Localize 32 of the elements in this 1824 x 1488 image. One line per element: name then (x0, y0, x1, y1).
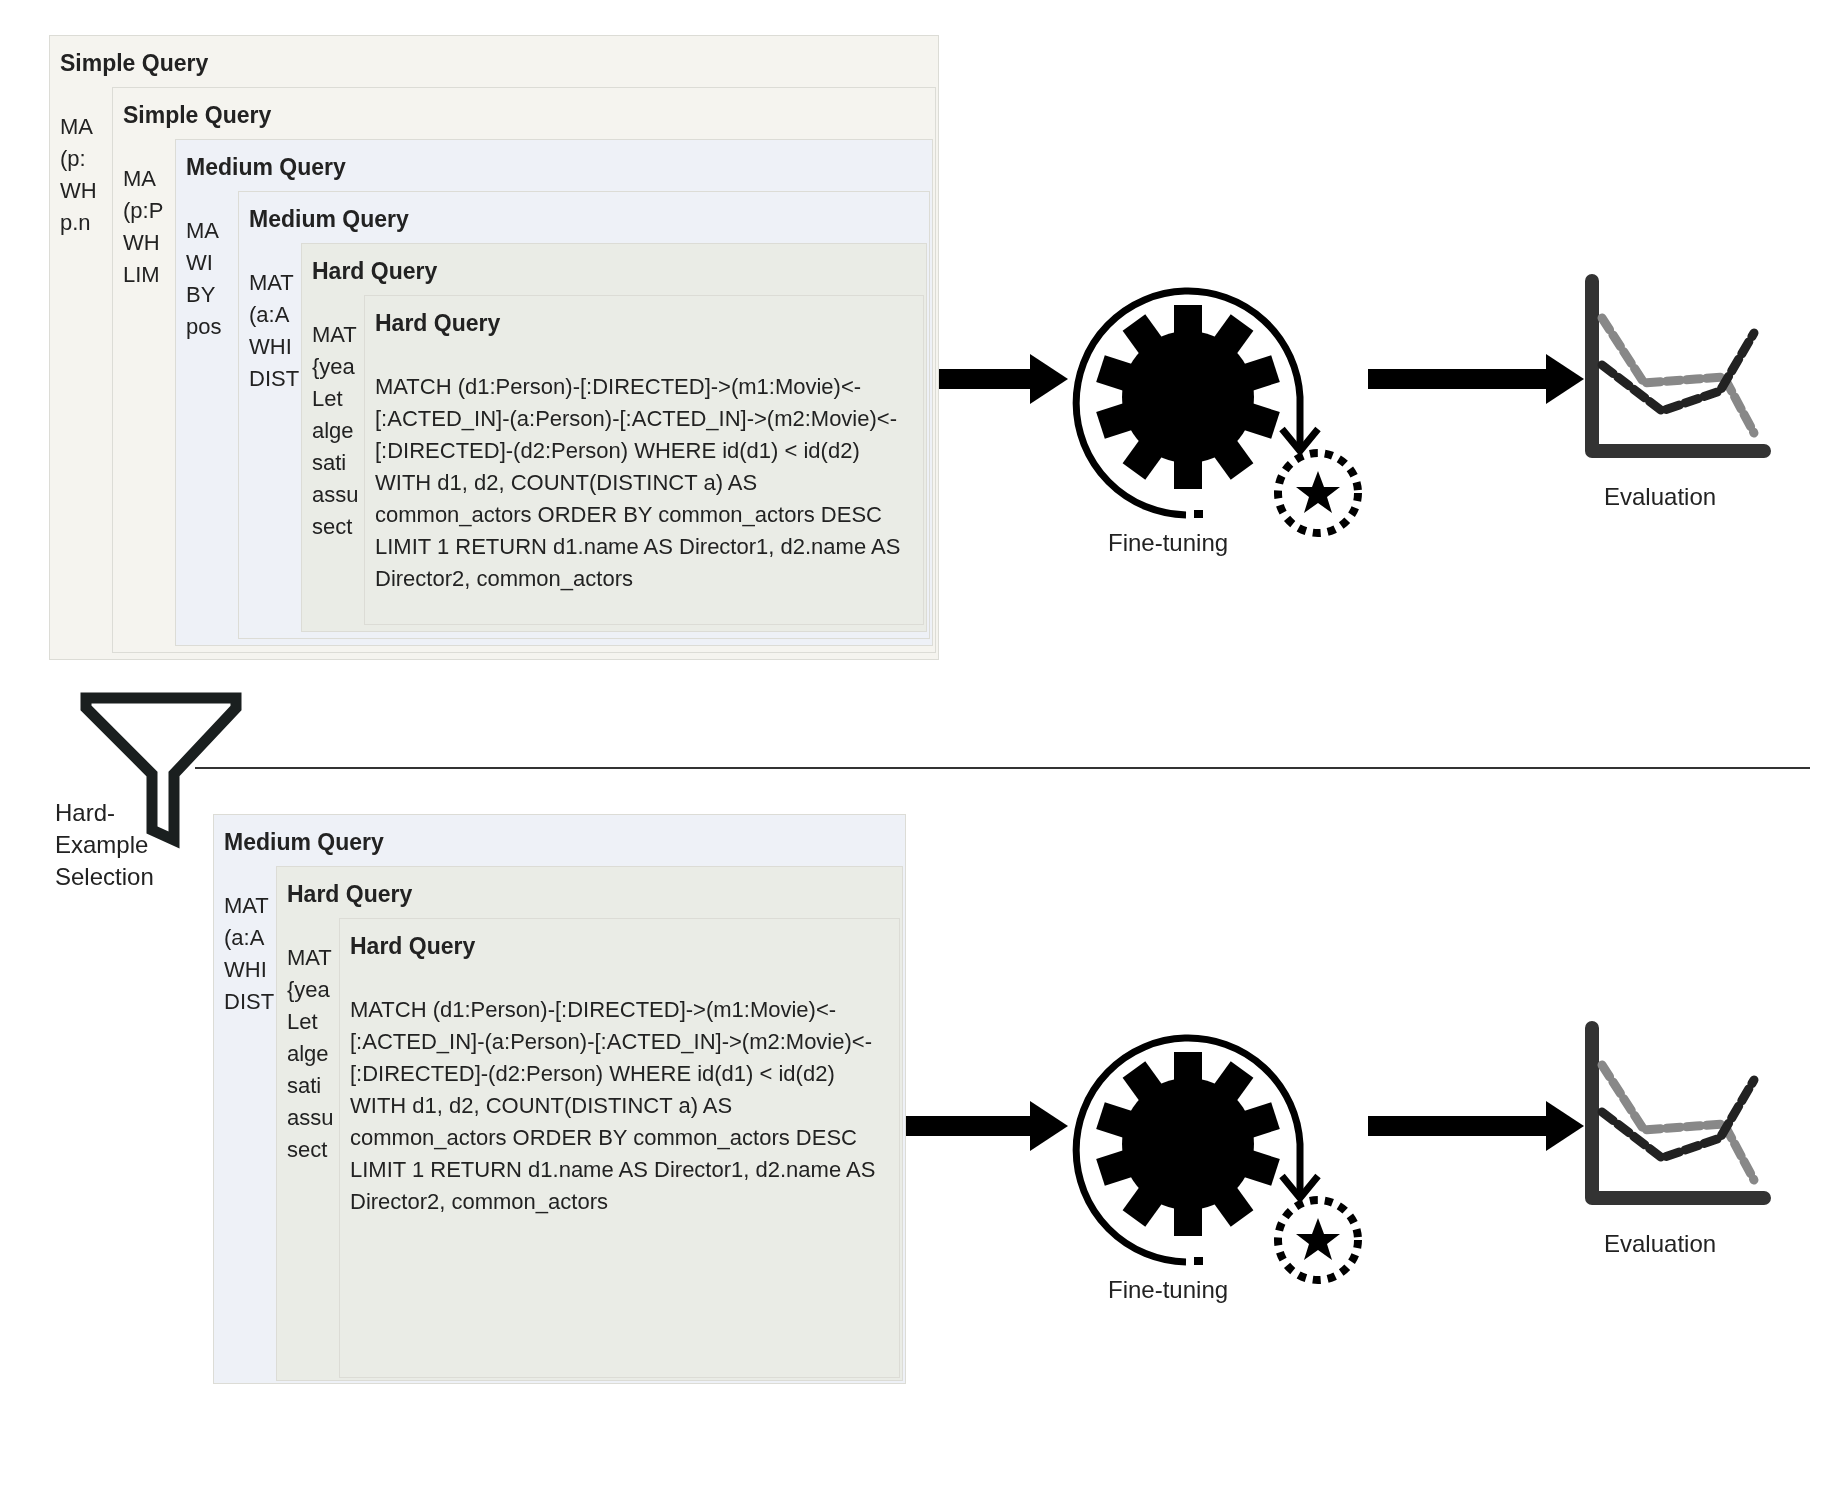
query-text: MA (p: WH p.n (60, 113, 97, 237)
card-heading: Hard Query (350, 933, 476, 960)
step-label: Hard-Example Selection (55, 798, 155, 892)
query-card (112, 87, 936, 653)
query-text: MAT (a:A WHI DIST (249, 269, 300, 393)
query-text: MATCH (d1:Person)-[:DIRECTED]->(m1:Movie)<-[:ACTED_IN]-(a:Person)-[:ACTED_IN]->(m2:Movie)<-[:DIRECTED]-(d2:Person) WHERE id(d1) < id(d2) WITH d1, d2, COUNT(DISTINCT a) AS common_actors ORDER BY common_actors DESC LIMIT 1 RETURN d1.name AS Director1, d2.name AS Director2, common_actors (350, 996, 877, 1216)
arrow (1368, 354, 1584, 404)
card-heading: Simple Query (123, 102, 272, 129)
query-card (238, 191, 930, 639)
query-text: MAT {yea Let alge sati assu sect (287, 944, 334, 1164)
query-card (276, 866, 903, 1381)
query-card (49, 35, 939, 660)
query-text: MAT (a:A WHI DIST (224, 892, 275, 1016)
query-text: MA (p:P WH LIM (123, 165, 163, 289)
card-heading: Hard Query (375, 310, 501, 337)
card-heading: Medium Query (249, 206, 409, 233)
query-card (301, 243, 927, 632)
step-label: Evaluation (1604, 1230, 1717, 1258)
query-text: MA WI BY pos (186, 217, 222, 341)
step-label: Evaluation (1604, 483, 1717, 511)
query-card (175, 139, 933, 646)
card-heading: Hard Query (287, 881, 413, 908)
step-label: Fine-tuning (1108, 1276, 1229, 1304)
query-text: MAT {yea Let alge sati assu sect (312, 321, 359, 541)
step-label: Fine-tuning (1108, 529, 1229, 557)
card-heading: Medium Query (186, 154, 346, 181)
arrow (1368, 1101, 1584, 1151)
card-heading: Simple Query (60, 50, 209, 77)
card-heading: Hard Query (312, 258, 438, 285)
query-text: MATCH (d1:Person)-[:DIRECTED]->(m1:Movie)<-[:ACTED_IN]-(a:Person)-[:ACTED_IN]->(m2:Movie)<-[:DIRECTED]-(d2:Person) WHERE id(d1) < id(d2) WITH d1, d2, COUNT(DISTINCT a) AS common_actors ORDER BY common_actors DESC LIMIT 1 RETURN d1.name AS Director1, d2.name AS Director2, common_actors (375, 373, 902, 593)
card-heading: Medium Query (224, 829, 384, 856)
query-card (213, 814, 906, 1384)
